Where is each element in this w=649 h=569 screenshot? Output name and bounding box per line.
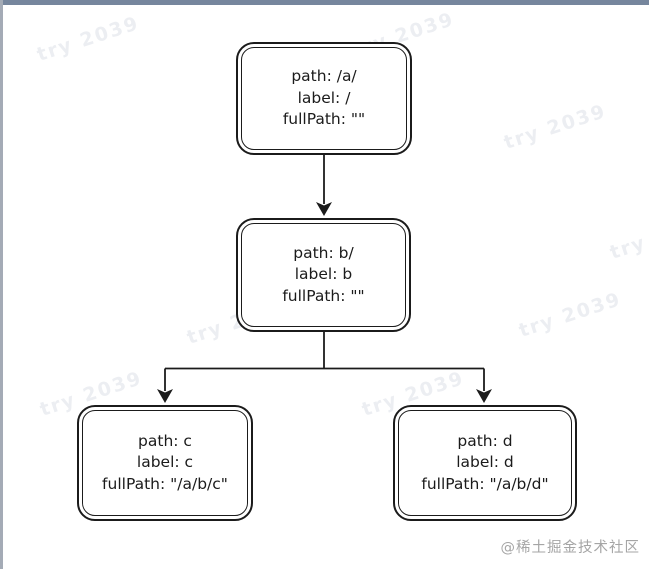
arrowhead-to-b xyxy=(316,202,332,216)
node-path-line: path: c xyxy=(138,431,192,450)
node-path-line: path: d xyxy=(457,431,513,450)
node-label-line: label: / xyxy=(297,88,351,107)
node-fullpath-line: fullPath: "/a/b/c" xyxy=(102,474,228,493)
attribution-text: @稀土掘金技术社区 xyxy=(500,540,640,556)
tree-node-c: path: c label: c fullPath: "/a/b/c" xyxy=(77,405,253,521)
node-border-inner: path: d label: d fullPath: "/a/b/d" xyxy=(398,410,572,516)
arrowhead-to-c xyxy=(157,389,173,403)
node-fullpath-line: fullPath: "" xyxy=(282,110,366,129)
node-label-line: label: b xyxy=(294,265,353,284)
arrowhead-to-d xyxy=(476,389,492,403)
node-fullpath-line: fullPath: "/a/b/d" xyxy=(421,474,549,493)
window-left-border xyxy=(0,0,3,569)
node-path-line: path: b/ xyxy=(293,243,354,262)
node-border-inner: path: c label: c fullPath: "/a/b/c" xyxy=(82,410,248,516)
tree-node-root: path: /a/ label: / fullPath: "" xyxy=(236,42,412,155)
node-fullpath-line: fullPath: "" xyxy=(282,286,365,305)
node-border-inner: path: b/ label: b fullPath: "" xyxy=(241,223,406,327)
tree-node-b: path: b/ label: b fullPath: "" xyxy=(236,218,411,332)
node-path-line: path: /a/ xyxy=(291,67,357,86)
window-top-border xyxy=(0,0,649,5)
tree-node-d: path: d label: d fullPath: "/a/b/d" xyxy=(393,405,577,521)
node-border-inner: path: /a/ label: / fullPath: "" xyxy=(241,47,407,150)
node-label-line: label: c xyxy=(136,453,194,472)
node-label-line: label: d xyxy=(456,453,514,472)
